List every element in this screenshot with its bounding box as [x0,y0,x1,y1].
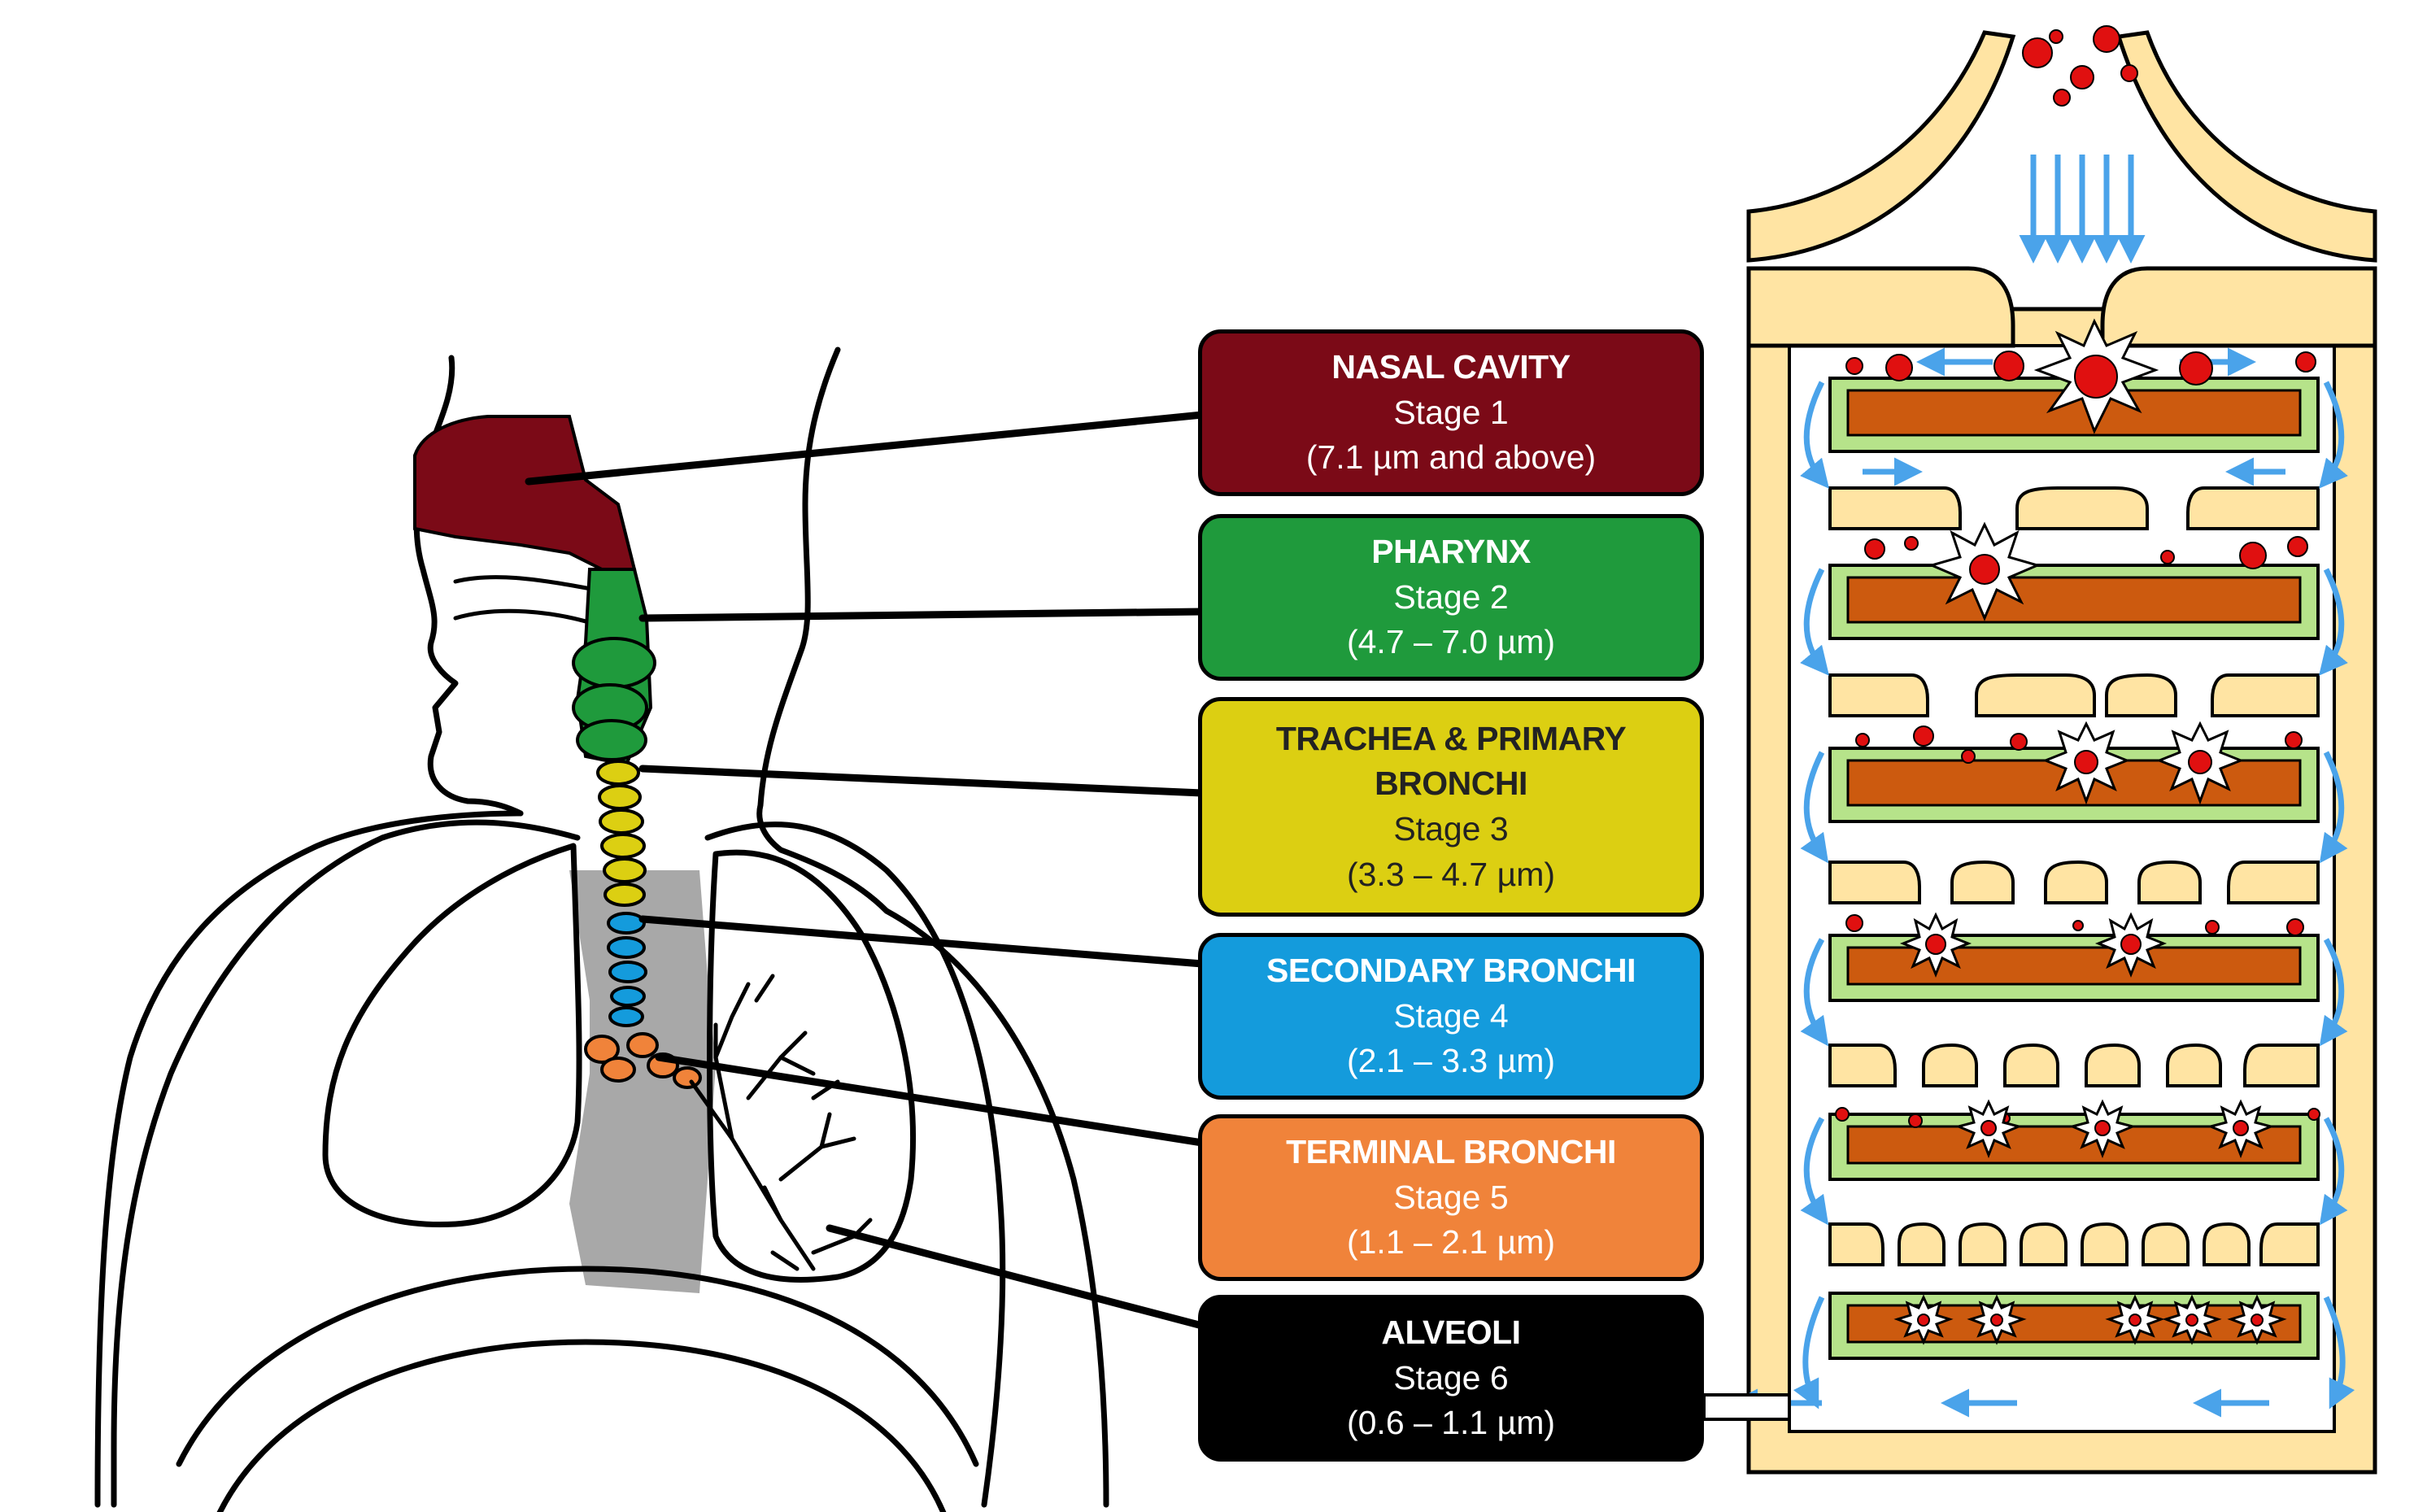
nozzle-row-4 [1828,860,2320,904]
outer-lung-outline [111,819,581,1508]
larynx-ring [572,637,656,689]
larynx-ring-3 [576,719,647,761]
stage-number: Stage 1 [1393,393,1509,431]
stage-size-range: (1.1 – 2.1 µm) [1346,1223,1556,1261]
inlet-left-horn [1746,30,2016,263]
shoulder-left [94,810,524,1508]
stage-label-nasal-cavity: NASAL CAVITY Stage 1 (7.1 µm and above) [1198,329,1704,496]
left-lung [322,843,582,1228]
nozzle-row-2 [1828,486,2320,530]
stage-5-burst-cores [1980,1120,2249,1136]
stage-number: Stage 4 [1393,996,1509,1035]
trachea-rings [596,760,647,907]
stage-number: Stage 2 [1393,577,1509,616]
stage-6-burst-cores [1917,1314,2264,1327]
connector-secondary [638,915,1206,968]
jaw-line [453,608,604,629]
shoulder-right [883,908,1109,1508]
stage-4-particles [1845,914,2304,936]
stage-title: NASAL CAVITY [1331,347,1571,386]
incoming-particles [2022,25,2138,107]
outer-lung-outline-right [704,821,1006,1508]
bronchial-tree [689,974,873,1271]
stage-3-impact-bursts [2041,721,2245,805]
stage-title: PHARYNX [1371,532,1531,570]
nozzle-row-6 [1828,1222,2320,1266]
stage-number: Stage 3 [1393,810,1509,848]
stage-label-terminal-bronchi: TERMINAL BRONCHI Stage 5 (1.1 – 2.1 µm) [1198,1114,1704,1281]
inlet-right-horn [2115,30,2377,263]
nozzle-row-3 [1828,673,2320,717]
secondary-bronchi-rings [607,912,647,1027]
stage-label-alveoli: ALVEOLI Stage 6 (0.6 – 1.1 µm) [1198,1295,1704,1462]
nozzle-row-5 [1828,1043,2320,1087]
stage-plate-2 [1828,564,2320,640]
stage-2-impact-burst [1928,521,2041,621]
connector-lines [525,411,1206,1330]
stage-size-range: (3.3 – 4.7 µm) [1346,855,1556,893]
stage-number: Stage 6 [1393,1358,1509,1397]
connector-nasal [525,411,1206,486]
stage-title: ALVEOLI [1381,1313,1521,1351]
stage-2-particles [1864,536,2308,569]
stage-title: TRACHEA & PRIMARY BRONCHI [1275,719,1627,803]
stage-size-range: (7.1 µm and above) [1305,438,1597,477]
inlet-left-shoulder [1746,266,2015,348]
rib-arc-1 [176,1266,979,1467]
right-lung [707,849,916,1283]
stage-number: Stage 5 [1393,1178,1509,1216]
rib-arc-2 [216,1339,947,1512]
stage-size-range: (2.1 – 3.3 µm) [1346,1042,1556,1080]
connector-trachea [638,765,1206,797]
stage-label-secondary-bronchi: SECONDARY BRONCHI Stage 4 (2.1 – 3.3 µm) [1198,933,1704,1100]
stage-1-impact-burst [2033,318,2159,434]
stage-label-trachea: TRACHEA & PRIMARY BRONCHI Stage 3 (3.3 –… [1198,697,1704,917]
connector-alveoli [826,1224,1206,1330]
stage-3-particles [1855,725,2303,764]
stage-1-particles [1845,351,2316,386]
connector-terminal [655,1053,1206,1147]
inlet-airflow-arrows [2019,155,2146,264]
neck-right [756,346,890,914]
stage-size-range: (0.6 – 1.1 µm) [1346,1404,1556,1442]
cascade-impactor [1702,25,2377,1475]
stage-title: SECONDARY BRONCHI [1266,951,1636,989]
stage-4-impact-bursts [1899,912,2168,978]
nasal-cavity-region [413,415,637,580]
stage-size-range: (4.7 – 7.0 µm) [1346,623,1556,661]
airway-background [569,870,716,1293]
stage-plate-4 [1828,934,2320,1002]
side-airflow-arrows [1793,381,2355,1410]
stage-title: TERMINAL BRONCHI [1286,1132,1616,1170]
connector-pharynx [638,608,1206,622]
stage-label-pharynx: PHARYNX Stage 2 (4.7 – 7.0 µm) [1198,514,1704,681]
inlet-right-shoulder [2100,266,2377,348]
outlet-pipe [1702,1393,1791,1421]
